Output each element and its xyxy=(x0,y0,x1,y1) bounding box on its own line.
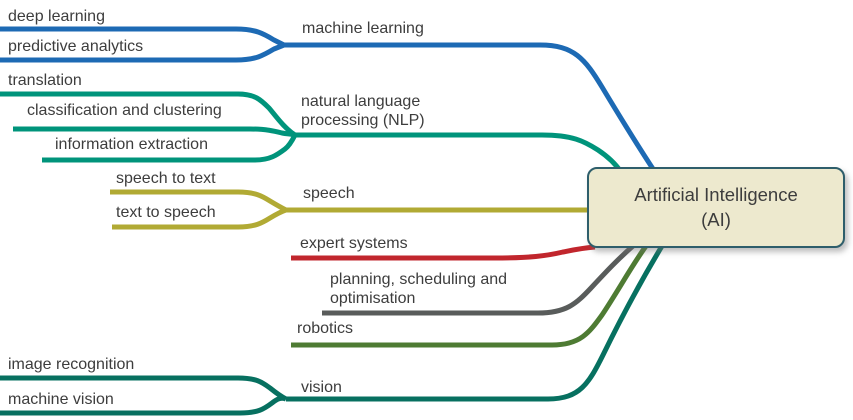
root-node-artificial-intelligence: Artificial Intelligence (AI) xyxy=(587,167,845,248)
child-label-deep-learning: deep learning xyxy=(8,8,105,25)
edge-expert-systems xyxy=(291,244,596,261)
child-label-text-to-speech: text to speech xyxy=(116,204,216,221)
edge-robotics xyxy=(291,244,649,348)
child-label-machine-vision: machine vision xyxy=(8,391,114,408)
edge-vision xyxy=(286,244,665,402)
branch-label-vision: vision xyxy=(301,379,342,396)
branch-label-robotics: robotics xyxy=(297,320,354,337)
branch-label-planning-scheduling-optimisation: planning, scheduling and optimisation xyxy=(330,271,508,308)
edge-machine-vision xyxy=(0,395,287,416)
edge-classification-and-clustering xyxy=(13,126,296,138)
edge-translation xyxy=(0,91,297,138)
edge-planning-scheduling-optimisation xyxy=(322,244,635,316)
child-label-speech-to-text: speech to text xyxy=(116,170,216,187)
child-label-translation: translation xyxy=(8,72,82,89)
root-node-label: Artificial Intelligence (AI) xyxy=(634,184,798,230)
edge-image-recognition xyxy=(0,375,288,402)
branch-label-machine-learning: machine learning xyxy=(302,20,424,37)
edge-nlp xyxy=(295,132,624,174)
branch-label-expert-systems: expert systems xyxy=(300,235,408,252)
child-label-classification-and-clustering: classification and clustering xyxy=(27,102,222,119)
branch-label-nlp: natural language processing (NLP) xyxy=(301,93,425,130)
branch-label-speech: speech xyxy=(303,185,355,202)
edge-speech-to-text xyxy=(110,189,288,213)
edge-information-extraction xyxy=(42,133,298,163)
edge-deep-learning xyxy=(0,26,286,48)
edge-predictive-analytics xyxy=(0,42,285,63)
child-label-information-extraction: information extraction xyxy=(55,136,208,153)
edge-machine-learning xyxy=(284,42,658,174)
child-label-image-recognition: image recognition xyxy=(8,356,135,373)
edge-text-to-speech xyxy=(112,207,287,230)
child-label-predictive-analytics: predictive analytics xyxy=(8,38,144,55)
